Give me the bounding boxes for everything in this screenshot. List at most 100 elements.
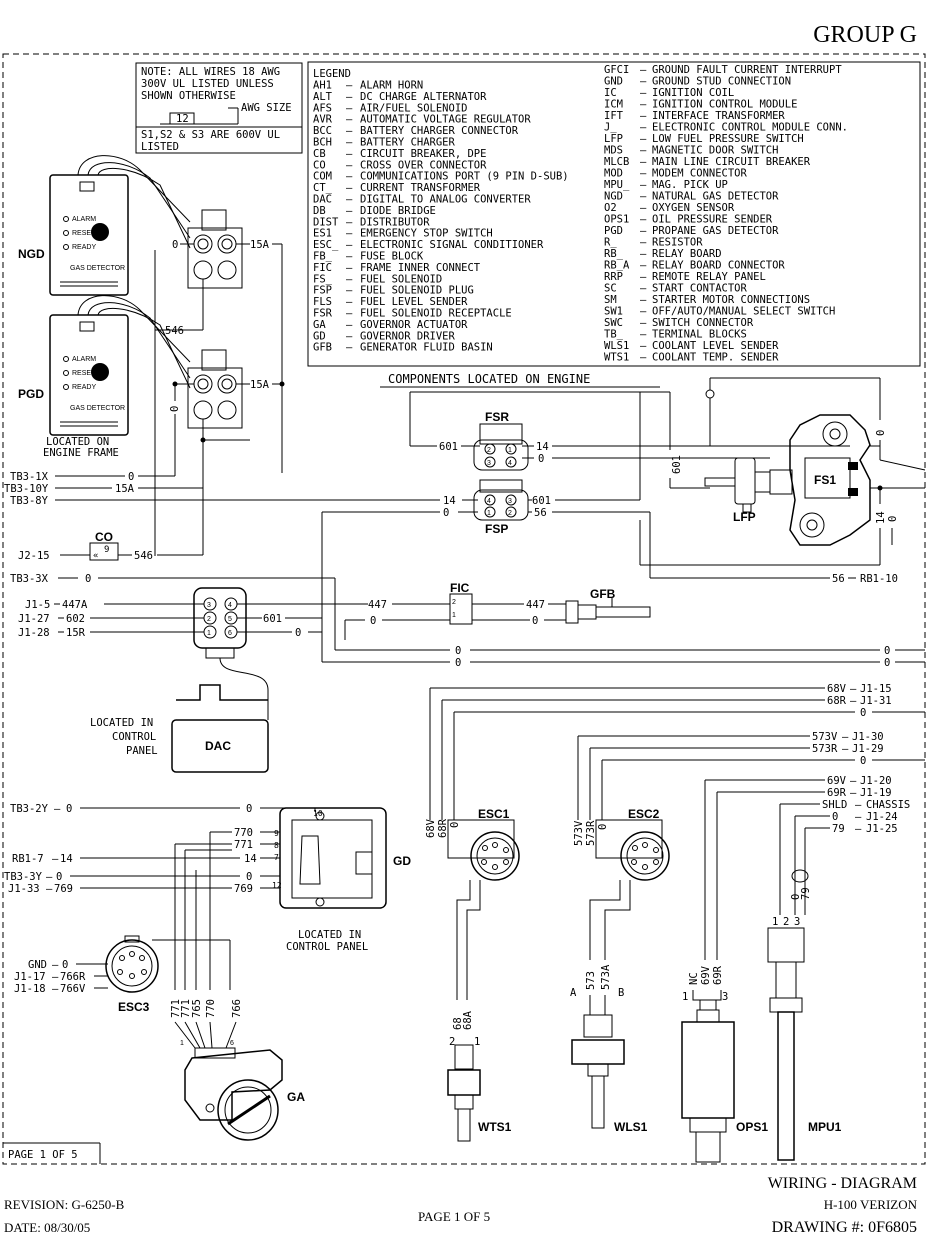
legend-description: AUTOMATIC VOLTAGE REGULATOR [360, 114, 531, 126]
svg-text:14: 14 [536, 441, 549, 453]
dac-label: DAC [205, 739, 231, 753]
legend-description: CURRENT TRANSFORMER [360, 182, 481, 194]
svg-text:0: 0 [887, 516, 899, 522]
legend-description: SWITCH CONNECTOR [652, 317, 754, 329]
svg-text:2: 2 [449, 1036, 455, 1048]
legend-dash: – [640, 352, 647, 364]
svg-text:–: – [52, 971, 59, 983]
legend-description: DIGITAL TO ANALOG CONVERTER [360, 194, 531, 206]
svg-text:68V: 68V [425, 818, 437, 838]
legend-description: LOW FUEL PRESSURE SWITCH [652, 133, 804, 145]
esc1-connector [447, 819, 520, 881]
legend-dash: – [640, 179, 647, 191]
legend-description: REMOTE RELAY PANEL [652, 271, 766, 283]
svg-text:771: 771 [170, 999, 182, 1018]
legend-code: RRP [604, 271, 623, 283]
svg-text:8: 8 [274, 841, 279, 850]
legend-description: PROPANE GAS DETECTOR [652, 225, 779, 237]
drawing-number: DRAWING #: 0F6805 [772, 1219, 917, 1236]
legend-description: GOVERNOR DRIVER [360, 330, 456, 342]
svg-text:6: 6 [228, 630, 232, 637]
fs1-label: FS1 [814, 473, 836, 487]
legend-dash: – [640, 248, 647, 260]
legend-description: COMMUNICATIONS PORT (9 PIN D-SUB) [360, 171, 569, 183]
legend-code: AVR [313, 114, 333, 126]
legend-description: ALARM HORN [360, 80, 423, 92]
fsp-connector: 4 3 1 2 [473, 479, 529, 521]
svg-text:GAS DETECTOR: GAS DETECTOR [70, 405, 125, 412]
legend-dash: – [346, 137, 353, 149]
svg-text:69V: 69V [700, 965, 712, 985]
svg-text:0: 0 [875, 430, 887, 436]
legend-dash: – [640, 340, 647, 352]
svg-text:14: 14 [60, 853, 73, 865]
svg-text:15A: 15A [115, 483, 135, 495]
svg-text:TB3-1X: TB3-1X [10, 471, 49, 483]
svg-text:56: 56 [534, 507, 547, 519]
co-connector [89, 542, 119, 561]
legend-code: CT_ [313, 182, 333, 194]
legend-description: COOLANT TEMP. SENDER [652, 352, 779, 364]
svg-text:3: 3 [722, 991, 728, 1003]
legend-description: COOLANT LEVEL SENDER [652, 340, 779, 352]
svg-text:0: 0 [597, 824, 609, 830]
svg-text:5: 5 [228, 616, 232, 623]
legend-description: OXYGEN SENSOR [652, 202, 735, 214]
legend-description: AIR/FUEL SOLENOID [360, 102, 467, 114]
legend-description: STARTER MOTOR CONNECTIONS [652, 294, 810, 306]
dac-connector: 3 4 2 5 1 6 [193, 587, 247, 659]
ngd-detector: ALARM RESET READY GAS DETECTOR [49, 174, 129, 296]
legend-dash: – [640, 145, 647, 157]
svg-text:–: – [46, 871, 53, 883]
svg-text:765: 765 [191, 999, 203, 1018]
legend-dash: – [640, 64, 647, 76]
svg-text:NC: NC [688, 972, 700, 985]
legend-description: MAIN LINE CIRCUIT BREAKER [652, 156, 811, 168]
svg-text:0: 0 [85, 573, 91, 585]
legend-description: GENERATOR FLUID BASIN [360, 342, 493, 354]
legend-dash: – [346, 342, 353, 354]
svg-text:2: 2 [508, 510, 512, 517]
legend-dash: – [346, 159, 353, 171]
svg-text:–: – [850, 695, 857, 707]
gd-label: GD [393, 854, 411, 868]
svg-text:68A: 68A [462, 1010, 474, 1030]
svg-text:1: 1 [452, 612, 456, 619]
svg-text:14: 14 [875, 511, 887, 524]
svg-text:766R: 766R [60, 971, 86, 983]
legend-dash: – [346, 285, 353, 297]
svg-text:68: 68 [452, 1017, 464, 1030]
components-title: COMPONENTS LOCATED ON ENGINE [388, 372, 590, 386]
svg-text:TB3-10Y: TB3-10Y [4, 483, 49, 495]
legend-dash: – [640, 168, 647, 180]
legend-code: DB [313, 205, 326, 217]
located-engine-frame-2: ENGINE FRAME [43, 447, 119, 459]
svg-text:–: – [54, 803, 61, 815]
revision-label: REVISION: G-6250-B [4, 1197, 125, 1212]
legend-dash: – [346, 216, 353, 228]
legend-code: CO [313, 159, 326, 171]
svg-text:573: 573 [585, 971, 597, 990]
legend-description: FUEL SOLENOID RECEPTACLE [360, 308, 512, 320]
legend-dash: – [640, 110, 647, 122]
legend-code: ICM [604, 99, 623, 111]
legend-dash: – [640, 306, 647, 318]
wts1-label: WTS1 [478, 1120, 512, 1134]
svg-text:0: 0 [455, 657, 461, 669]
legend-code: ALT [313, 91, 333, 103]
awg-size-label: AWG SIZE [241, 102, 292, 114]
svg-text:RESET: RESET [72, 370, 96, 377]
pgd-connector [187, 349, 243, 429]
legend-code: IC [604, 87, 617, 99]
svg-text:0: 0 [832, 811, 838, 823]
legend-code: WLS1 [604, 340, 629, 352]
legend-code: FSR [313, 308, 333, 320]
footer-page: PAGE 1 OF 5 [418, 1209, 490, 1224]
legend-dash: – [346, 330, 353, 342]
legend-code: PGD [604, 225, 623, 237]
legend-code: MOD [604, 168, 623, 180]
svg-text:–: – [842, 731, 849, 743]
svg-text:J1-17: J1-17 [14, 971, 46, 983]
ops1-label: OPS1 [736, 1120, 768, 1134]
legend-description: FUEL SOLENOID [360, 273, 442, 285]
